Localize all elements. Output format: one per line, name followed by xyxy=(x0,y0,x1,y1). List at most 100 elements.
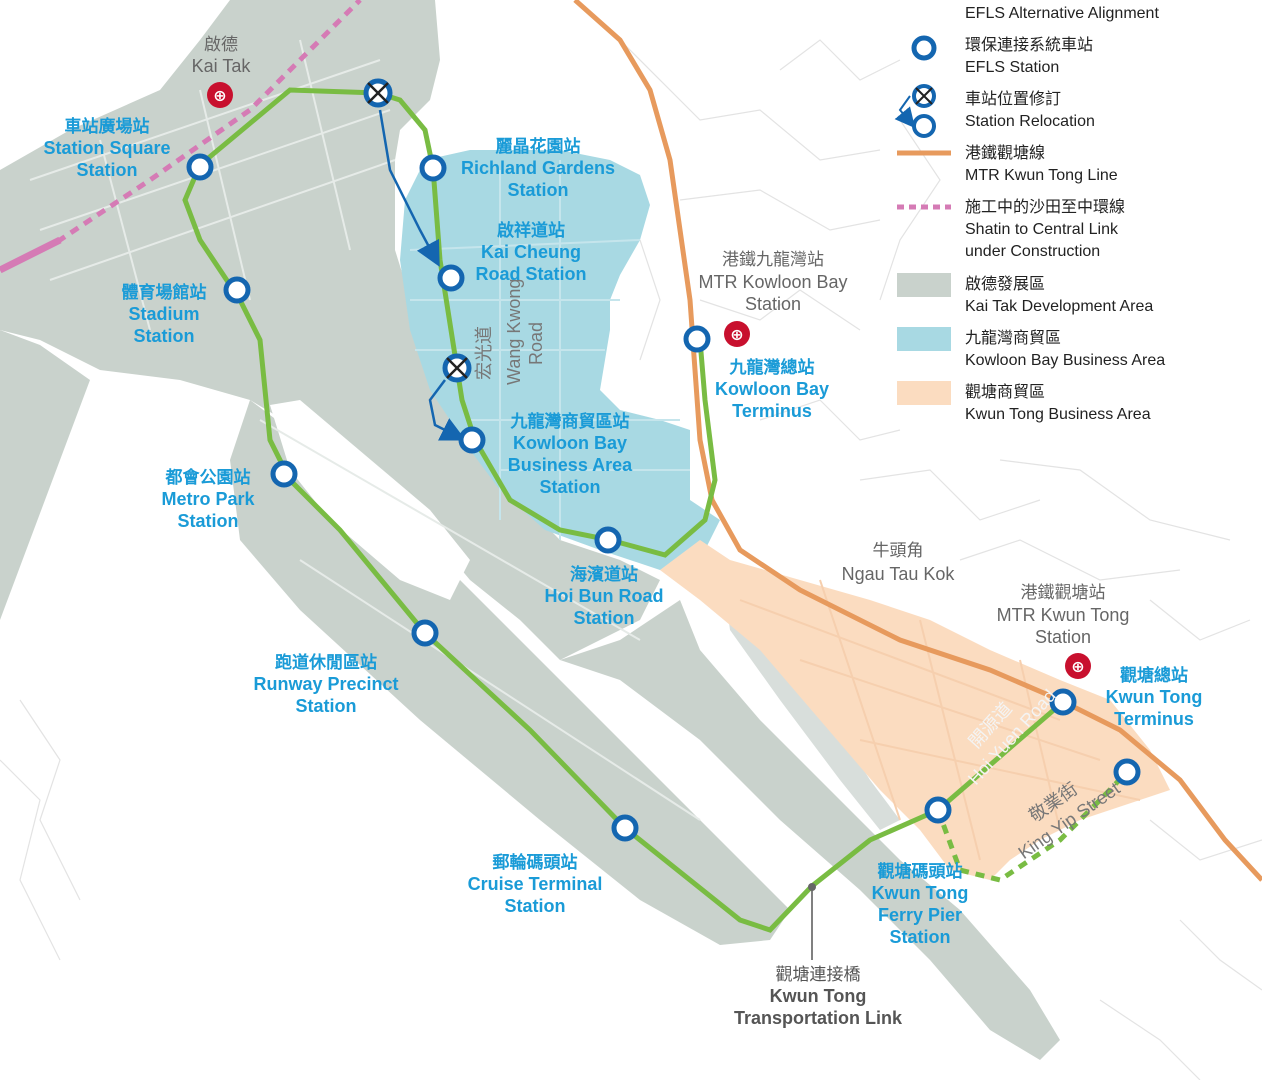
relocation-arrow-2 xyxy=(428,379,466,441)
svg-text:Stadium: Stadium xyxy=(128,304,199,324)
place-kaitak-en: Kai Tak xyxy=(192,56,252,76)
station-marker-richland[interactable] xyxy=(419,154,447,182)
mtr-logo-icon: ⊕ xyxy=(724,321,750,347)
place-ngautaukok-en: Ngau Tau Kok xyxy=(842,564,956,584)
svg-text:Business Area: Business Area xyxy=(508,455,633,475)
svg-text:都會公園站: 都會公園站 xyxy=(165,467,251,487)
relocation-arrow-1 xyxy=(378,109,440,267)
svg-text:觀塘碼頭站: 觀塘碼頭站 xyxy=(878,861,963,881)
place-kaitak-cn: 啟德 xyxy=(204,35,238,54)
mtr-kt-en1: MTR Kwun Tong xyxy=(997,605,1130,625)
old-station-marker-2 xyxy=(442,353,472,383)
svg-text:Station: Station xyxy=(574,608,635,628)
svg-text:Station: Station xyxy=(505,896,566,916)
svg-text:觀塘商貿區: 觀塘商貿區 xyxy=(965,383,1045,401)
label-runway: 跑道休閒區站 Runway Precinct Station xyxy=(253,652,398,716)
svg-text:九龍灣總站: 九龍灣總站 xyxy=(729,357,815,377)
svg-text:Station: Station xyxy=(540,477,601,497)
svg-text:Runway Precinct: Runway Precinct xyxy=(253,674,398,694)
station-marker-kai-cheung[interactable] xyxy=(437,264,465,292)
station-marker-cruise[interactable] xyxy=(611,814,639,842)
shatin-central-link-built xyxy=(0,236,62,274)
svg-text:郵輪碼頭站: 郵輪碼頭站 xyxy=(493,852,578,872)
svg-text:Hoi Bun Road: Hoi Bun Road xyxy=(545,586,664,606)
svg-text:宏光道: 宏光道 xyxy=(474,326,494,380)
svg-text:麗晶花園站: 麗晶花園站 xyxy=(496,136,581,156)
station-marker-king-yip[interactable] xyxy=(1113,758,1141,786)
svg-text:Station: Station xyxy=(134,326,195,346)
svg-text:Station: Station xyxy=(890,927,951,947)
mtr-kt-cn: 港鐵觀塘站 xyxy=(1021,583,1106,602)
svg-text:車站位置修訂: 車站位置修訂 xyxy=(965,90,1061,108)
legend-kb-swatch xyxy=(897,327,951,351)
kwun-tong-street-grid xyxy=(739,579,1141,861)
mtr-kb-en1: MTR Kowloon Bay xyxy=(698,272,847,292)
svg-text:Kai Cheung: Kai Cheung xyxy=(481,242,581,262)
label-richland: 麗晶花園站 Richland Gardens Station xyxy=(461,136,615,200)
svg-text:⊕: ⊕ xyxy=(213,88,226,105)
svg-text:Metro Park: Metro Park xyxy=(161,489,255,509)
svg-text:跑道休閒區站: 跑道休閒區站 xyxy=(275,652,377,672)
svg-text:Kwun Tong Business Area: Kwun Tong Business Area xyxy=(965,406,1151,423)
svg-text:施工中的沙田至中環線: 施工中的沙田至中環線 xyxy=(965,198,1125,216)
svg-text:Kowloon Bay: Kowloon Bay xyxy=(513,433,627,453)
svg-text:Ferry Pier: Ferry Pier xyxy=(878,905,962,925)
svg-text:車站廣場站: 車站廣場站 xyxy=(65,116,150,136)
svg-text:Kowloon Bay: Kowloon Bay xyxy=(715,379,829,399)
svg-text:MTR Kwun Tong Line: MTR Kwun Tong Line xyxy=(965,167,1118,184)
mtr-kt-en2: Station xyxy=(1035,627,1091,647)
station-marker-station-square[interactable] xyxy=(186,153,214,181)
label-kb-terminus: 九龍灣總站 Kowloon Bay Terminus xyxy=(715,357,829,421)
svg-text:⊕: ⊕ xyxy=(730,327,743,344)
mtr-kb-cn: 港鐵九龍灣站 xyxy=(722,250,824,269)
runway-apron xyxy=(270,400,470,600)
svg-text:Terminus: Terminus xyxy=(1114,709,1194,729)
svg-text:Station: Station xyxy=(77,160,138,180)
svg-text:Kwun Tong: Kwun Tong xyxy=(1106,687,1203,707)
legend-station-icon xyxy=(911,35,937,61)
station-marker-runway[interactable] xyxy=(411,619,439,647)
svg-text:under Construction: under Construction xyxy=(965,243,1100,260)
station-marker-stadium[interactable] xyxy=(223,276,251,304)
old-station-marker-1 xyxy=(363,78,393,108)
svg-text:Cruise Terminal: Cruise Terminal xyxy=(468,874,603,894)
svg-text:EFLS Station: EFLS Station xyxy=(965,59,1059,76)
efls-alternative-alignment xyxy=(935,770,1129,883)
transport-link-dot xyxy=(808,883,816,891)
mtr-kwun-tong-line xyxy=(573,0,1262,882)
svg-text:九龍灣商貿區站: 九龍灣商貿區站 xyxy=(510,411,630,431)
station-markers xyxy=(186,153,1141,842)
station-marker-kt-terminus[interactable] xyxy=(1049,688,1077,716)
svg-text:Station Square: Station Square xyxy=(43,138,170,158)
kwun-tong-business-area xyxy=(660,540,1170,880)
svg-text:Station: Station xyxy=(178,511,239,531)
station-marker-hoi-bun[interactable] xyxy=(594,526,622,554)
label-metro-park: 都會公園站 Metro Park Station xyxy=(161,467,255,531)
svg-text:海濱道站: 海濱道站 xyxy=(570,564,638,584)
svg-text:九龍灣商貿區: 九龍灣商貿區 xyxy=(965,329,1061,347)
label-kt-terminus: 觀塘總站 Kwun Tong Terminus xyxy=(1106,665,1203,729)
svg-text:Wang Kwong: Wang Kwong xyxy=(504,279,524,385)
mtr-logo-icon: ⊕ xyxy=(1065,653,1091,679)
legend-relocation-icon xyxy=(894,84,936,138)
label-kai-cheung: 啟祥道站 Kai Cheung Road Station xyxy=(476,220,587,284)
place-ngautaukok-cn: 牛頭角 xyxy=(873,541,924,560)
svg-text:Station: Station xyxy=(508,180,569,200)
svg-text:Kwun Tong: Kwun Tong xyxy=(872,883,969,903)
station-marker-metro-park[interactable] xyxy=(270,460,298,488)
svg-text:觀塘連接橋: 觀塘連接橋 xyxy=(776,965,861,984)
label-hoi-bun: 海濱道站 Hoi Bun Road Station xyxy=(545,564,664,628)
svg-text:EFLS Alternative Alignment: EFLS Alternative Alignment xyxy=(965,5,1159,22)
label-transport-link: 觀塘連接橋 Kwun Tong Transportation Link xyxy=(734,965,903,1028)
station-marker-kb-terminus[interactable] xyxy=(683,325,711,353)
svg-text:Transportation Link: Transportation Link xyxy=(734,1008,903,1028)
background-streets xyxy=(0,39,1262,1080)
label-kb-business: 九龍灣商貿區站 Kowloon Bay Business Area Statio… xyxy=(508,411,633,497)
station-marker-kb-business[interactable] xyxy=(458,426,486,454)
label-cruise: 郵輪碼頭站 Cruise Terminal Station xyxy=(468,852,603,916)
mtr-kb-en2: Station xyxy=(745,294,801,314)
legend: EFLS Alternative Alignment 環保連接系統車站 EFLS… xyxy=(894,5,1165,423)
label-kt-ferry: 觀塘碼頭站 Kwun Tong Ferry Pier Station xyxy=(872,861,969,947)
station-marker-kt-ferry[interactable] xyxy=(924,796,952,824)
